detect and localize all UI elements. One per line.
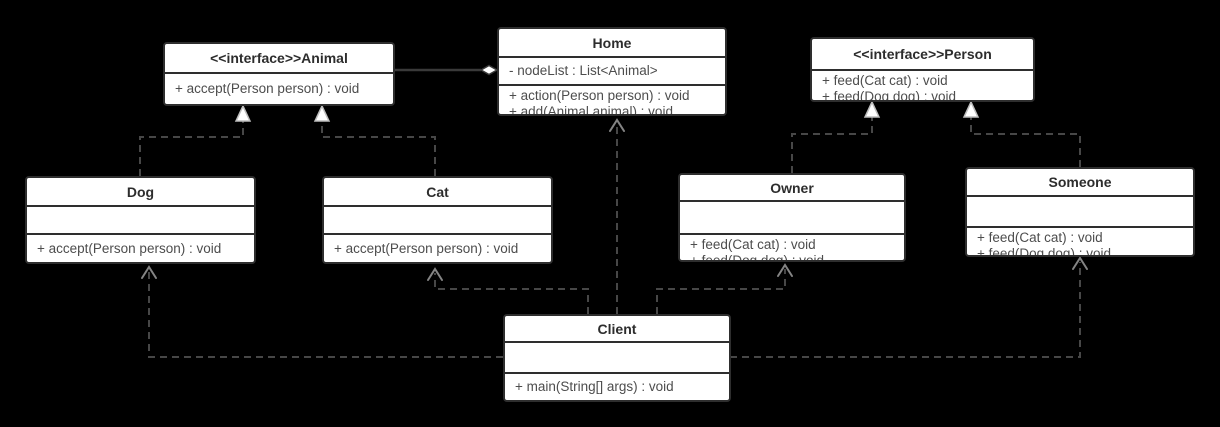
method-row: + feed(Dog dog) : void	[822, 88, 956, 101]
realization-cat-to-animal-connector[interactable]	[313, 104, 436, 176]
class-title-person: <<interface>>Person	[812, 39, 1033, 71]
open-arrowhead-icon	[427, 267, 443, 281]
method-row: + feed(Dog dog) : void	[977, 245, 1111, 256]
dependency-client-to-home-connector[interactable]	[609, 118, 625, 314]
class-title-dog: Dog	[27, 178, 254, 207]
attribute-row: - nodeList : List<Animal>	[509, 63, 658, 79]
method-row: + feed(Dog dog) : void	[690, 252, 824, 261]
dependency-client-to-dog-connector[interactable]	[141, 265, 503, 358]
class-attributes-home: - nodeList : List<Animal>	[499, 58, 725, 86]
hollow-triangle-arrowhead-icon	[962, 100, 980, 118]
method-row: + feed(Cat cat) : void	[977, 230, 1103, 245]
open-arrowhead-icon	[141, 265, 157, 279]
dependency-client-to-owner-connector[interactable]	[656, 263, 793, 314]
class-methods-owner: + feed(Cat cat) : void + feed(Dog dog) :…	[680, 235, 904, 260]
class-node-owner[interactable]: Owner + feed(Cat cat) : void + feed(Dog …	[678, 173, 906, 262]
class-node-dog[interactable]: Dog + accept(Person person) : void	[25, 176, 256, 264]
method-row: + main(String[] args) : void	[515, 379, 674, 395]
method-row: + accept(Person person) : void	[334, 240, 519, 256]
class-methods-home: + action(Person person) : void + add(Ani…	[499, 86, 725, 114]
class-methods-cat: + accept(Person person) : void	[324, 235, 551, 262]
method-row: + action(Person person) : void	[509, 88, 690, 103]
class-attributes-owner	[680, 202, 904, 235]
class-title-home: Home	[499, 29, 725, 58]
class-node-person[interactable]: <<interface>>Person + feed(Cat cat) : vo…	[810, 37, 1035, 102]
class-methods-dog: + accept(Person person) : void	[27, 235, 254, 262]
class-title-owner: Owner	[680, 175, 904, 202]
class-methods-someone: + feed(Cat cat) : void + feed(Dog dog) :…	[967, 228, 1193, 255]
method-row: + feed(Cat cat) : void	[822, 73, 948, 88]
class-node-someone[interactable]: Someone + feed(Cat cat) : void + feed(Do…	[965, 167, 1195, 257]
class-node-cat[interactable]: Cat + accept(Person person) : void	[322, 176, 553, 264]
hollow-triangle-arrowhead-icon	[234, 104, 252, 122]
class-title-cat: Cat	[324, 178, 551, 207]
open-arrowhead-icon	[1072, 256, 1088, 270]
class-node-animal[interactable]: <<interface>>Animal + accept(Person pers…	[163, 42, 395, 106]
class-attributes-client	[505, 343, 729, 374]
class-attributes-someone	[967, 197, 1193, 228]
class-title-someone: Someone	[967, 169, 1193, 197]
class-methods-animal: + accept(Person person) : void	[165, 74, 393, 104]
realization-dog-to-animal-connector[interactable]	[139, 104, 252, 176]
class-title-animal: <<interface>>Animal	[165, 44, 393, 74]
class-methods-client: + main(String[] args) : void	[505, 374, 729, 400]
class-node-home[interactable]: Home - nodeList : List<Animal> + action(…	[497, 27, 727, 116]
method-row: + accept(Person person) : void	[37, 240, 222, 256]
open-arrowhead-icon	[609, 118, 625, 132]
method-row: + feed(Cat cat) : void	[690, 237, 816, 252]
dependency-client-to-cat-connector[interactable]	[427, 267, 589, 314]
method-row: + accept(Person person) : void	[175, 81, 360, 97]
method-row: + add(Animal animal) : void	[509, 103, 673, 115]
open-arrowhead-icon	[777, 263, 793, 277]
dependency-client-to-someone-connector[interactable]	[730, 256, 1088, 358]
hollow-triangle-arrowhead-icon	[863, 100, 881, 118]
class-attributes-dog	[27, 207, 254, 235]
class-attributes-cat	[324, 207, 551, 235]
aggregation-animal-to-home-connector[interactable]	[395, 64, 499, 76]
realization-someone-to-person-connector[interactable]	[962, 100, 1081, 167]
class-node-client[interactable]: Client + main(String[] args) : void	[503, 314, 731, 402]
class-methods-person: + feed(Cat cat) : void + feed(Dog dog) :…	[812, 71, 1033, 100]
hollow-triangle-arrowhead-icon	[313, 104, 331, 122]
realization-owner-to-person-connector[interactable]	[791, 100, 881, 173]
aggregation-diamond-icon	[479, 64, 499, 76]
class-title-client: Client	[505, 316, 729, 343]
